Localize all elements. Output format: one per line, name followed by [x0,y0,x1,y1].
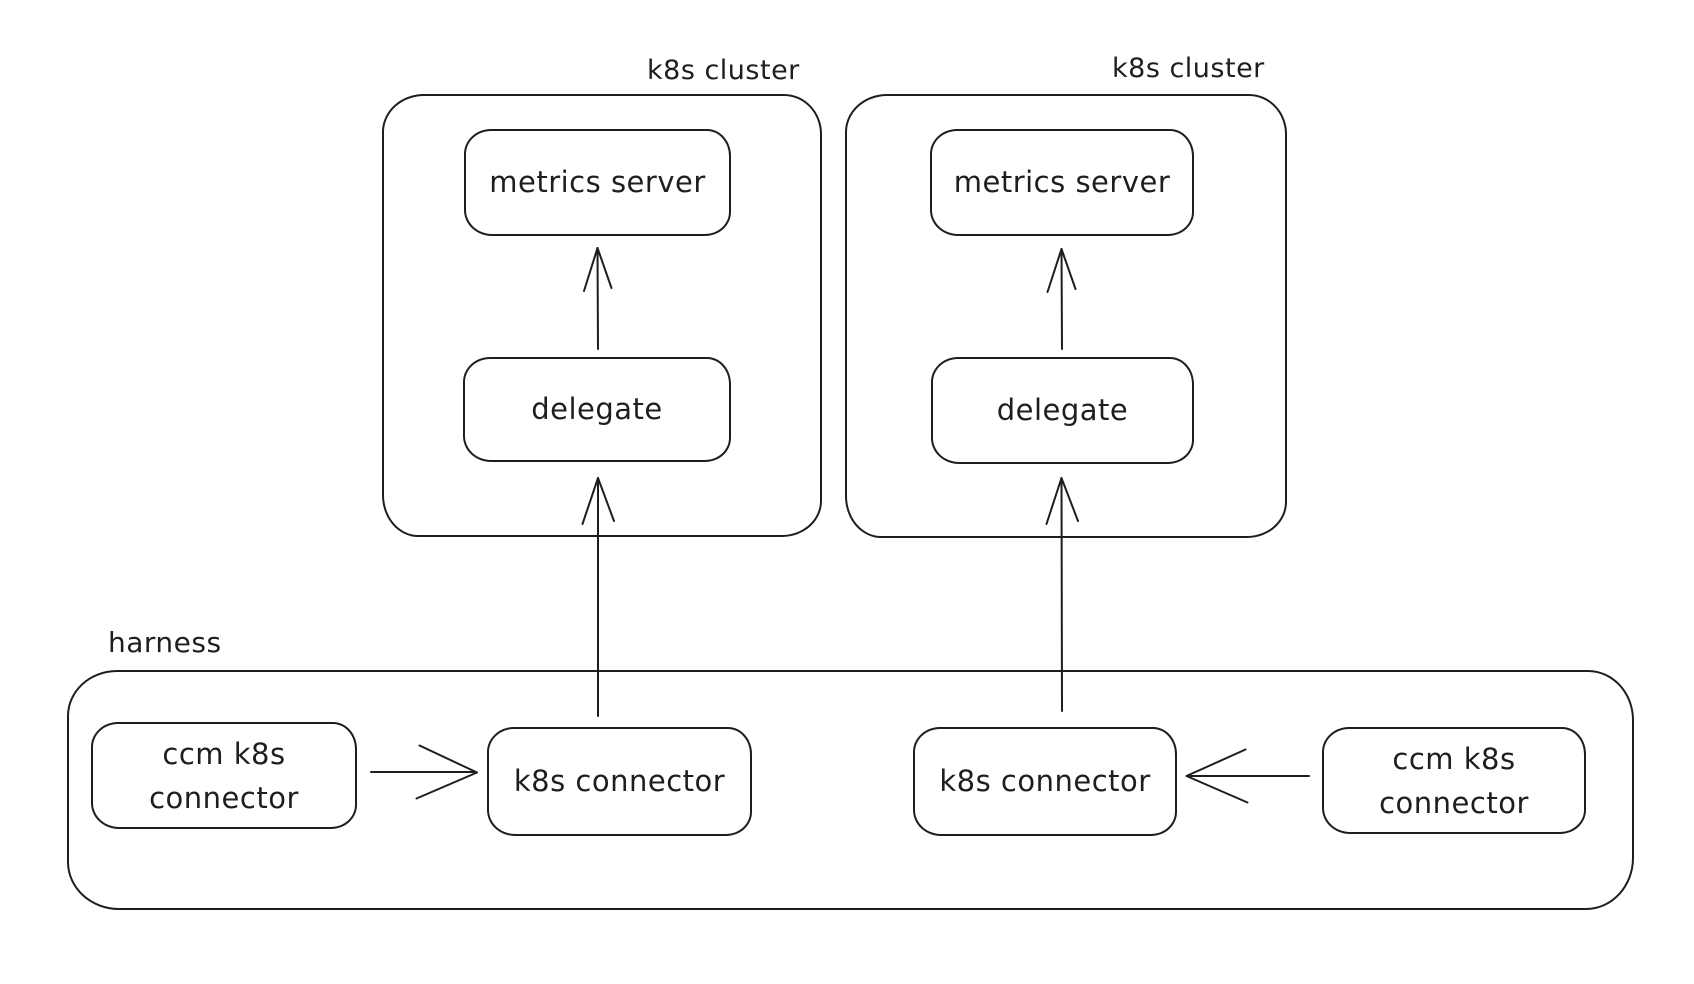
harness-box [67,670,1634,910]
node-k8s-connector-right: k8s connector [913,727,1177,836]
node-delegate-left: delegate [463,357,731,462]
node-k8s-connector-left-label: k8s connector [513,764,726,798]
node-ccm-k8s-connector-left: ccm k8s connector [91,722,357,829]
cluster-right-box [845,94,1287,538]
node-ccm-k8s-connector-right-line1: ccm k8s [1392,741,1516,776]
harness-label: harness [108,626,222,659]
node-k8s-connector-left: k8s connector [487,727,752,836]
node-ccm-k8s-connector-left-line2: connector [149,780,299,815]
cluster-left-box [382,94,822,537]
node-ccm-k8s-connector-left-line1: ccm k8s [162,736,286,771]
node-metrics-server-left: metrics server [464,129,731,236]
node-metrics-server-right: metrics server [930,129,1194,236]
node-metrics-server-left-label: metrics server [489,165,706,199]
node-k8s-connector-right-label: k8s connector [939,764,1151,798]
node-delegate-left-label: delegate [531,392,663,426]
node-ccm-k8s-connector-right: ccm k8s connector [1322,727,1586,834]
node-delegate-right-label: delegate [996,393,1129,427]
node-metrics-server-right-label: metrics server [953,165,1171,199]
node-delegate-right: delegate [931,357,1194,464]
node-ccm-k8s-connector-right-line2: connector [1379,785,1529,820]
cluster-left-label: k8s cluster [647,55,800,86]
cluster-right-label: k8s cluster [1112,53,1265,84]
